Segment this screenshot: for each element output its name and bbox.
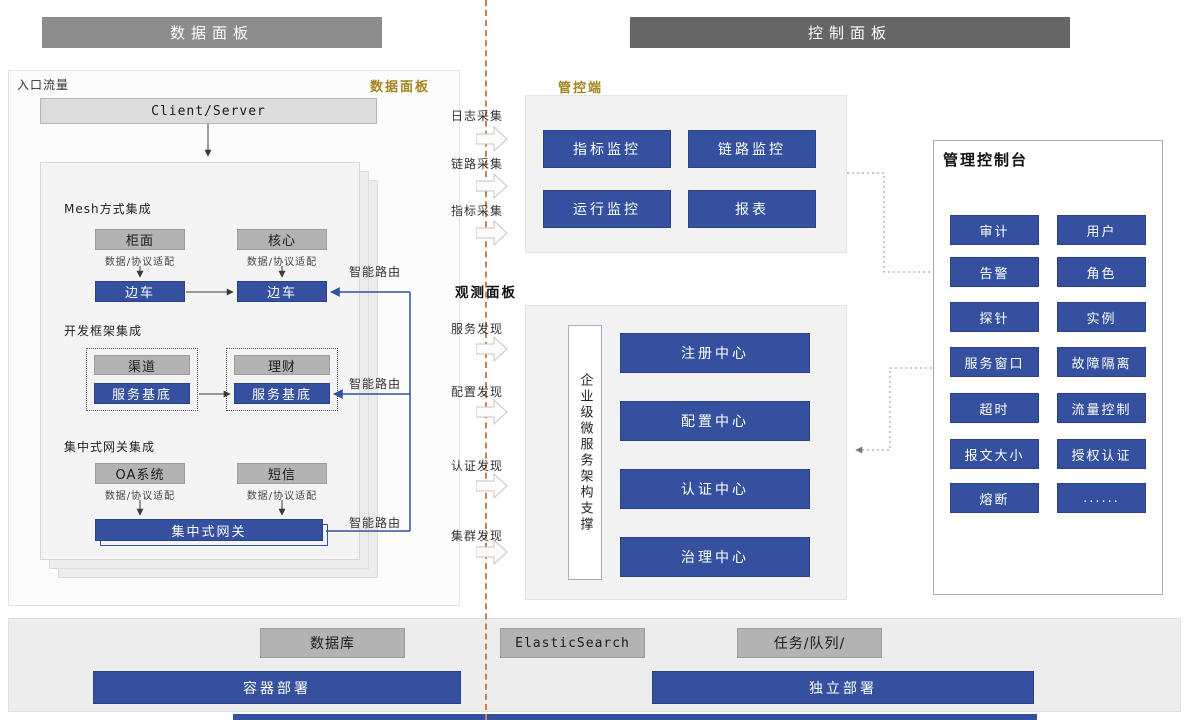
- config-center-box: 配置中心: [620, 401, 810, 441]
- monitor-panel: [525, 95, 847, 253]
- counter-box: 柜面: [95, 229, 185, 250]
- metric-monitor-button: 指标监控: [543, 130, 671, 168]
- console-authorization-button: 授权认证: [1057, 439, 1146, 469]
- flow-arrow-icon: [476, 473, 508, 499]
- console-fault-isolation-button: 故障隔离: [1057, 347, 1146, 377]
- standalone-deploy-box: 独立部署: [652, 671, 1034, 704]
- flow-arrow-icon: [476, 126, 508, 152]
- sidecar-box-left: 边车: [95, 281, 185, 302]
- cutoff-bottom-bar: [233, 714, 1037, 720]
- panel-divider-dashed-line: [485, 0, 487, 720]
- console-alert-button: 告警: [950, 257, 1039, 287]
- cluster-discovery-label: 集群发现: [451, 529, 504, 543]
- flow-arrow-icon: [476, 399, 508, 425]
- smart-route-label: 智能路由: [349, 516, 402, 530]
- microservice-support-vertical-label: 企业级微服务架构支撑: [568, 325, 602, 580]
- console-probe-button: 探针: [950, 302, 1039, 332]
- database-box: 数据库: [260, 628, 405, 658]
- gateway-section-title: 集中式网关集成: [64, 440, 156, 454]
- mesh-section-title: Mesh方式集成: [64, 202, 152, 216]
- data-panel-header: 数据面板: [42, 17, 382, 48]
- task-queue-box: 任务/队列/: [737, 628, 882, 658]
- service-base-box-right: 服务基底: [234, 383, 330, 404]
- container-deploy-box: 容器部署: [93, 671, 461, 704]
- auth-center-box: 认证中心: [620, 469, 810, 509]
- service-discovery-label: 服务发现: [451, 322, 504, 336]
- flow-arrow-icon: [476, 336, 508, 362]
- smart-route-label: 智能路由: [349, 265, 402, 279]
- data-panel-gold-label: 数据面板: [370, 80, 431, 95]
- observe-panel-title: 观测面板: [455, 285, 517, 301]
- sms-box: 短信: [237, 463, 327, 484]
- framework-group-left: [86, 348, 198, 411]
- client-server-box: Client/Server: [40, 98, 377, 124]
- adapter-label: 数据/协议适配: [104, 491, 176, 502]
- console-flow-control-button: 流量控制: [1057, 393, 1146, 423]
- elasticsearch-box: ElasticSearch: [500, 628, 645, 658]
- adapter-label: 数据/协议适配: [104, 257, 176, 268]
- adapter-label: 数据/协议适配: [246, 257, 318, 268]
- channel-box: 渠道: [94, 355, 190, 375]
- core-box: 核心: [237, 229, 327, 250]
- framework-group-right: [226, 348, 338, 411]
- auth-discovery-label: 认证发现: [451, 459, 504, 473]
- trace-collect-label: 链路采集: [451, 157, 504, 171]
- sidecar-box-right: 边车: [237, 281, 327, 302]
- wealth-box: 理财: [234, 355, 330, 375]
- smart-route-label: 智能路由: [349, 377, 402, 391]
- trace-monitor-button: 链路监控: [688, 130, 816, 168]
- log-collect-label: 日志采集: [451, 109, 504, 123]
- console-timeout-button: 超时: [950, 393, 1039, 423]
- flow-arrow-icon: [476, 220, 508, 246]
- control-panel-header: 控制面板: [630, 17, 1070, 48]
- console-service-window-button: 服务窗口: [950, 347, 1039, 377]
- flow-arrow-icon: [476, 173, 508, 199]
- console-message-size-button: 报文大小: [950, 439, 1039, 469]
- console-role-button: 角色: [1057, 257, 1146, 287]
- adapter-label: 数据/协议适配: [246, 491, 318, 502]
- central-gateway-box: 集中式网关: [95, 519, 323, 541]
- report-button: 报表: [688, 190, 816, 228]
- console-more-button: ......: [1057, 483, 1146, 513]
- service-base-box-left: 服务基底: [94, 383, 190, 404]
- control-end-gold-label: 管控端: [558, 81, 604, 96]
- config-discovery-label: 配置发现: [451, 385, 504, 399]
- oa-system-box: OA系统: [95, 463, 185, 484]
- console-audit-button: 审计: [950, 215, 1039, 245]
- registry-center-box: 注册中心: [620, 333, 810, 373]
- metric-collect-label: 指标采集: [451, 204, 504, 218]
- governance-center-box: 治理中心: [620, 537, 810, 577]
- console-circuit-break-button: 熔断: [950, 483, 1039, 513]
- framework-section-title: 开发框架集成: [64, 324, 143, 338]
- console-instance-button: 实例: [1057, 302, 1146, 332]
- entry-traffic-label: 入口流量: [17, 78, 70, 92]
- console-user-button: 用户: [1057, 215, 1146, 245]
- runtime-monitor-button: 运行监控: [543, 190, 671, 228]
- management-console-title: 管理控制台: [943, 151, 1029, 169]
- flow-arrow-icon: [476, 539, 508, 565]
